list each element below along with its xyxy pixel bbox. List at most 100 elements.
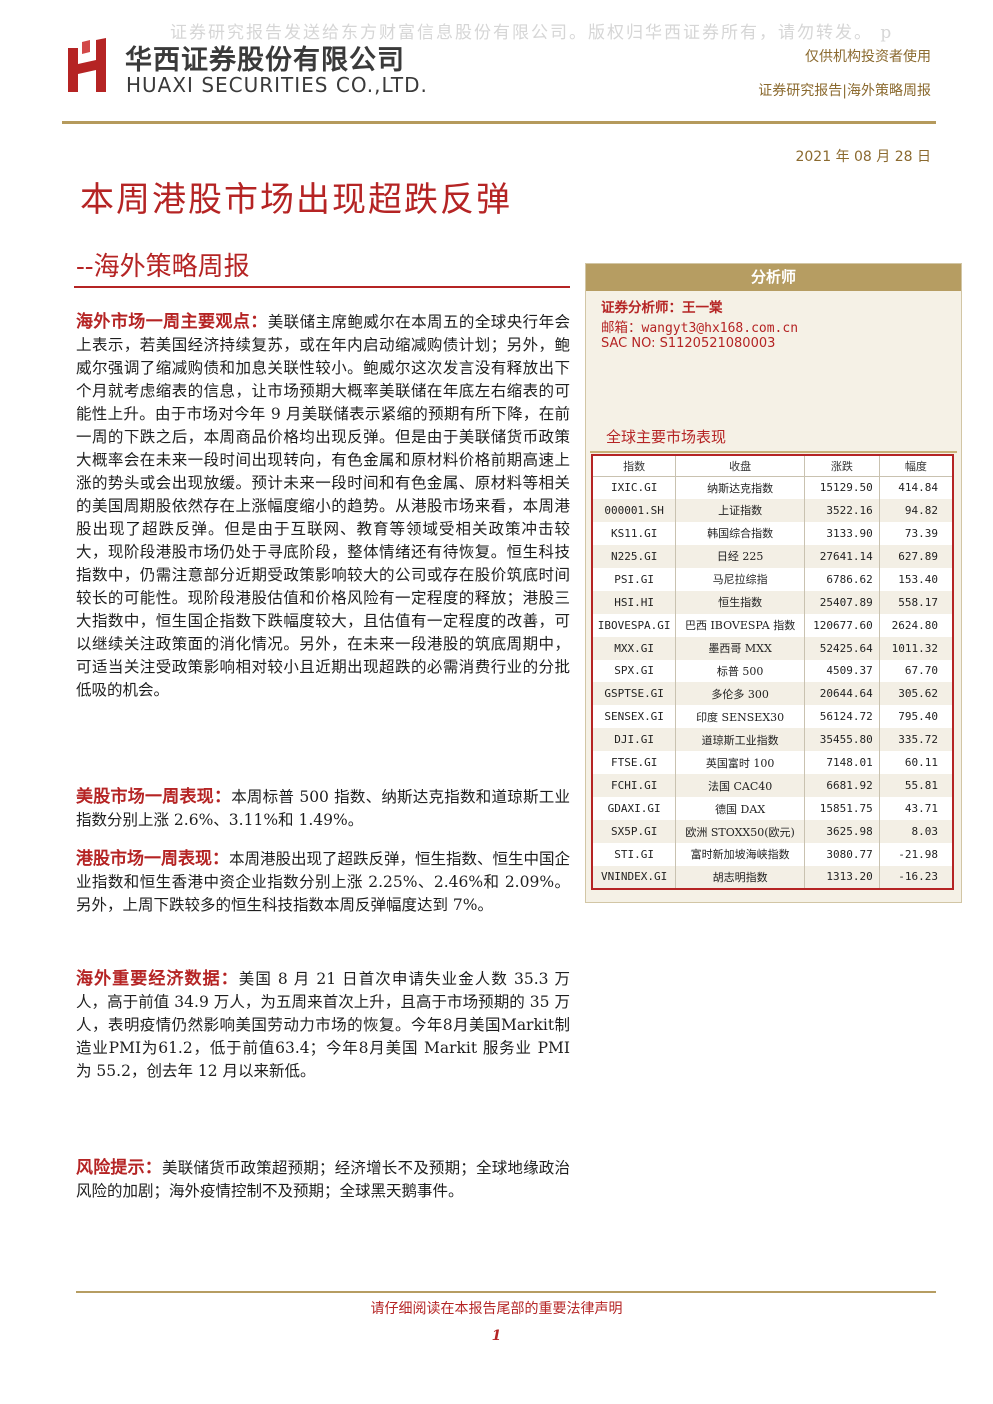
index-name-cell: 欧洲 STOXX50(欧元)	[675, 820, 805, 843]
index-code-cell: SENSEX.GI	[591, 705, 677, 729]
section-overseas-views: 海外市场一周主要观点：美联储主席鲍威尔在本周五的全球央行年会上表示，若美国经济持…	[76, 311, 570, 702]
index-code-cell: GDAXI.GI	[591, 797, 677, 821]
index-name-cell: 韩国综合指数	[675, 521, 805, 545]
close-value-cell: 6681.92	[803, 774, 880, 798]
index-code-cell: SPX.GI	[591, 659, 677, 683]
index-name-cell: 上证指数	[675, 498, 805, 522]
index-name-cell: 巴西 IBOVESPA 指数	[675, 613, 805, 637]
section-heading: 港股市场一周表现：	[76, 849, 229, 869]
index-code-cell: IBOVESPA.GI	[591, 613, 677, 637]
section-text: 美联储货币政策超预期；经济增长不及预期；全球地缘政治风险的加剧；海外疫情控制不及…	[76, 1159, 570, 1200]
page-number: 1	[491, 1328, 502, 1344]
company-name-cn: 华西证券股份有限公司	[125, 45, 405, 76]
column-header: 涨跌	[803, 455, 880, 477]
market-table-header: 指数 收盘 涨跌 幅度	[591, 455, 954, 477]
index-name-cell: 英国富时 100	[675, 751, 805, 775]
section-heading: 风险提示：	[76, 1158, 162, 1178]
index-code-cell: FCHI.GI	[591, 774, 677, 798]
close-value-cell: 15851.75	[803, 797, 880, 821]
section-heading: 美股市场一周表现：	[76, 787, 232, 807]
index-code-cell: PSI.GI	[591, 567, 677, 591]
change-value-cell: 8.03	[878, 820, 954, 843]
close-value-cell: 3080.77	[803, 843, 880, 866]
index-name-cell: 马尼拉综指	[675, 567, 805, 591]
analyst-email-line: 邮箱：wangyt3@hx168.com.cn	[601, 316, 798, 336]
section-us-market: 美股市场一周表现：本周标普 500 指数、纳斯达克指数和道琼斯工业指数分别上涨 …	[76, 786, 570, 832]
section-heading: 海外重要经济数据：	[76, 969, 239, 989]
close-value-cell: 52425.64	[803, 636, 880, 660]
company-name-en: HUAXI SECURITIES CO.,LTD.	[126, 73, 428, 97]
section-hk-market: 港股市场一周表现：本周港股出现了超跌反弹，恒生指数、恒生中国企业指数和恒生香港中…	[76, 848, 570, 917]
index-name-cell: 胡志明指数	[675, 865, 805, 889]
index-name-cell: 印度 SENSEX30	[675, 705, 805, 729]
change-value-cell: 55.81	[878, 774, 954, 798]
audience-tag: 仅供机构投资者使用	[805, 49, 931, 65]
header-divider	[62, 121, 936, 124]
analyst-name: 证券分析师：王一棠	[601, 300, 723, 316]
footer-divider	[76, 1291, 936, 1293]
index-code-cell: 000001.SH	[591, 498, 677, 522]
index-name-cell: 日经 225	[675, 544, 805, 568]
index-code-cell: FTSE.GI	[591, 751, 677, 775]
index-name-cell: 墨西哥 MXX	[675, 636, 805, 660]
close-value-cell: 35455.80	[803, 728, 880, 752]
index-name-cell: 道琼斯工业指数	[675, 728, 805, 752]
section-heading: 海外市场一周主要观点：	[76, 312, 268, 332]
index-code-cell: SX5P.GI	[591, 820, 677, 843]
section-text: 本周标普 500 指数、纳斯达克指数和道琼斯工业指数分别上涨 2.6%、3.11…	[76, 788, 570, 829]
index-name-cell: 德国 DAX	[675, 797, 805, 821]
change-value-cell: 335.72	[878, 728, 954, 752]
index-name-cell: 法国 CAC40	[675, 774, 805, 798]
close-value-cell: 7148.01	[803, 751, 880, 775]
change-value-cell: 414.84	[878, 476, 954, 499]
index-name-cell: 多伦多 300	[675, 682, 805, 706]
close-value-cell: 3625.98	[803, 820, 880, 843]
change-value-cell: 795.40	[878, 705, 954, 729]
close-value-cell: 3522.16	[803, 498, 880, 522]
change-value-cell: 60.11	[878, 751, 954, 775]
index-code-cell: MXX.GI	[591, 636, 677, 660]
close-value-cell: 120677.60	[803, 613, 880, 637]
change-value-cell: -21.98	[878, 843, 954, 866]
close-value-cell: 3133.90	[803, 521, 880, 545]
close-value-cell: 20644.64	[803, 682, 880, 706]
legal-disclaimer: 请仔细阅读在本报告尾部的重要法律声明	[370, 1301, 623, 1317]
huaxi-logo-icon	[68, 38, 106, 92]
change-value-cell: 43.71	[878, 797, 954, 821]
market-table-divider	[590, 451, 957, 453]
close-value-cell: 27641.14	[803, 544, 880, 568]
report-subtitle: --海外策略周报	[76, 252, 250, 282]
index-code-cell: DJI.GI	[591, 728, 677, 752]
index-name-cell: 纳斯达克指数	[675, 476, 805, 499]
email-label: 邮箱：	[601, 320, 642, 336]
close-value-cell: 15129.50	[803, 476, 880, 499]
analyst-email-link[interactable]: wangyt3@hx168.com.cn	[641, 321, 799, 336]
section-text: 美联储主席鲍威尔在本周五的全球央行年会上表示，若美国经济持续复苏，或在年内启动缩…	[76, 313, 571, 699]
change-value-cell: 67.70	[878, 659, 954, 683]
report-type-tag: 证券研究报告|海外策略周报	[758, 83, 931, 99]
column-header: 幅度	[878, 455, 954, 477]
index-name-cell: 标普 500	[675, 659, 805, 683]
column-header: 指数	[591, 455, 677, 477]
analyst-panel: 分析师 证券分析师：王一棠 邮箱：wangyt3@hx168.com.cn SA…	[585, 263, 962, 903]
report-date: 2021 年 08 月 28 日	[795, 149, 931, 165]
index-name-cell: 富时新加坡海峡指数	[675, 843, 805, 866]
